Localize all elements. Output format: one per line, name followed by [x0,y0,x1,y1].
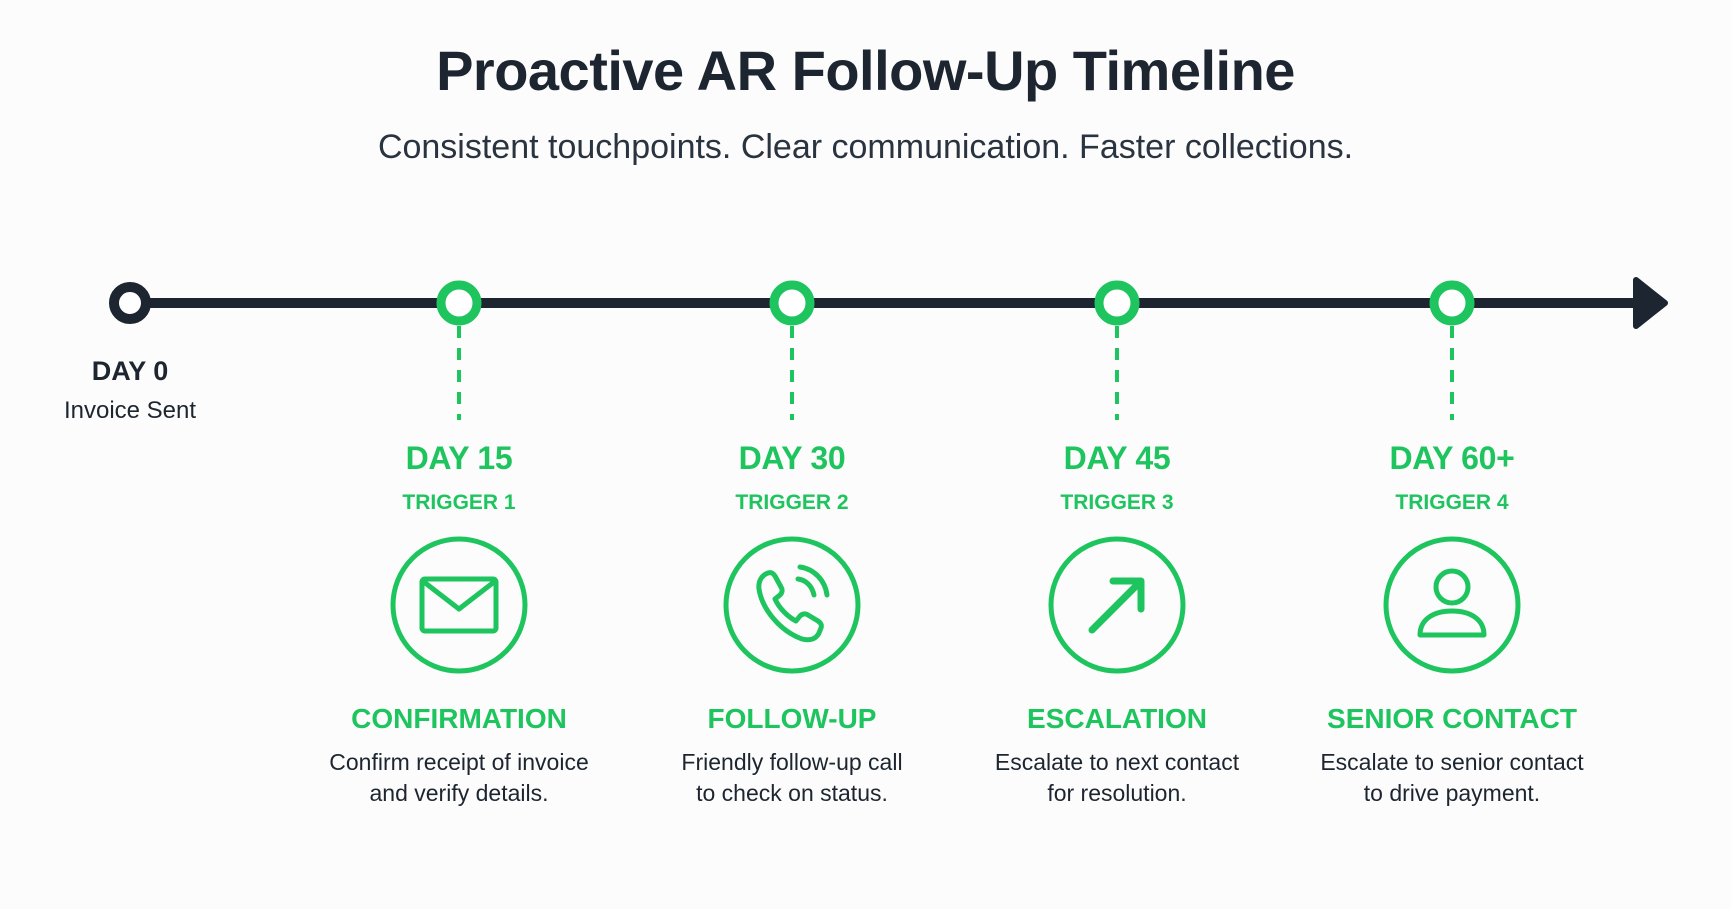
milestone-phase: FOLLOW-UP [707,703,877,734]
person-icon [1383,536,1521,674]
timeline-start-node [109,282,151,324]
milestone-trigger: TRIGGER 1 [402,491,516,514]
start-day: DAY 0 [91,356,169,386]
milestone-day: DAY 30 [738,440,846,476]
milestone-phase: ESCALATION [1027,703,1207,734]
milestone-node-4 [1429,280,1475,326]
milestone-description: Escalate to senior contact to drive paym… [1320,749,1584,806]
milestone-description: Confirm receipt of invoice and verify de… [329,749,589,806]
milestone-description: Escalate to next contact for resolution. [994,749,1240,806]
page-subtitle: Consistent touchpoints. Clear communicat… [377,128,1354,166]
milestone-node-2 [769,280,815,326]
milestone-2: DAY 30 TRIGGER 2 FOLLOW-UP Friendly foll… [637,440,947,809]
start-description: Invoice Sent [63,397,197,424]
phone-icon [723,536,861,674]
milestone-3: DAY 45 TRIGGER 3 ESCALATION Escalate to … [962,440,1272,809]
milestone-node-3 [1094,280,1140,326]
milestone-day: DAY 60+ [1389,440,1515,476]
milestone-4: DAY 60+ TRIGGER 4 SENIOR CONTACT Escalat… [1297,440,1607,809]
milestone-1: DAY 15 TRIGGER 1 CONFIRMATION Confirm re… [304,440,614,809]
milestone-trigger: TRIGGER 2 [735,491,849,514]
milestone-day: DAY 15 [405,440,513,476]
milestone-phase: CONFIRMATION [351,703,567,734]
milestone-description: Friendly follow-up call to check on stat… [681,749,903,806]
milestone-node-1 [436,280,482,326]
timeline-arrowhead [1633,277,1668,329]
milestone-phase: SENIOR CONTACT [1327,703,1577,734]
milestone-trigger: TRIGGER 4 [1395,491,1509,514]
start-label: DAY 0 Invoice Sent [30,356,230,425]
page-title: Proactive AR Follow-Up Timeline [436,39,1295,102]
milestone-trigger: TRIGGER 3 [1060,491,1174,514]
milestone-day: DAY 45 [1063,440,1171,476]
envelope-icon [390,536,528,674]
arrow-up-right-icon [1048,536,1186,674]
